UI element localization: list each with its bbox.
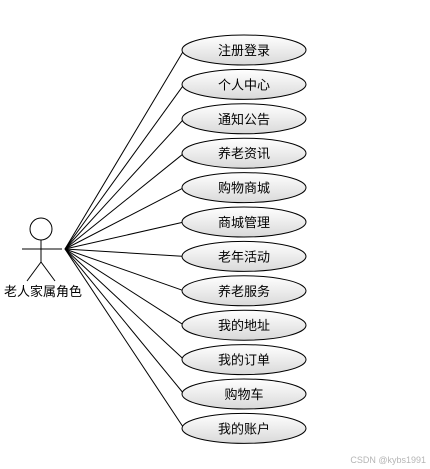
actor-head (29, 217, 53, 241)
use-case-ellipse (181, 309, 307, 341)
use-case-label: 养老服务 (218, 284, 270, 300)
use-case: 注册登录 (181, 34, 307, 66)
use-case-ellipse (181, 137, 307, 169)
association-line (64, 248, 185, 395)
actor-left-leg (26, 261, 42, 282)
use-case-label: 个人中心 (218, 78, 270, 93)
use-case-label: 我的账户 (218, 421, 270, 437)
association-line (64, 187, 185, 250)
association-line (64, 248, 185, 326)
use-case: 个人中心 (181, 68, 307, 100)
use-case: 养老服务 (181, 275, 307, 307)
use-case-ellipse (181, 240, 307, 272)
use-case-label: 商城管理 (218, 216, 270, 231)
association-line (64, 248, 185, 429)
association-line (64, 152, 185, 250)
use-case: 购物车 (181, 378, 307, 410)
use-case-ellipse (181, 103, 307, 135)
association-line (64, 84, 185, 250)
association-line (64, 248, 185, 292)
use-case-ellipse (181, 206, 307, 238)
use-case: 养老资讯 (181, 137, 307, 169)
actor-label: 老人家属角色 (4, 285, 83, 300)
actor-right-leg (40, 261, 56, 282)
use-case: 老年活动 (181, 240, 307, 272)
use-case: 我的账户 (181, 412, 307, 444)
association-line (64, 49, 185, 250)
use-case-label: 我的订单 (218, 353, 270, 369)
use-case: 通知公告 (181, 103, 307, 135)
use-case-ellipse (181, 275, 307, 307)
watermark: CSDN @kybs1991 (350, 455, 426, 465)
association-lines (64, 49, 185, 429)
use-case-ellipse (181, 344, 307, 376)
use-case: 我的地址 (181, 309, 307, 341)
use-case: 我的订单 (181, 344, 307, 376)
association-line (64, 248, 185, 257)
use-case-ellipse (181, 412, 307, 444)
use-case-ellipse (181, 378, 307, 410)
use-case-label: 购物商城 (218, 181, 270, 197)
use-case-ellipse (181, 68, 307, 100)
use-case-label: 养老资讯 (218, 146, 270, 162)
use-case-label: 注册登录 (218, 44, 270, 59)
actor-figure (22, 217, 62, 282)
association-line (64, 248, 185, 360)
use-case-label: 老年活动 (218, 250, 270, 265)
association-line (64, 118, 185, 250)
use-case: 购物商城 (181, 172, 307, 204)
use-case-label: 我的地址 (218, 318, 270, 334)
use-case-label: 通知公告 (218, 112, 270, 128)
use-case-ellipse (181, 172, 307, 204)
use-case-list: 注册登录个人中心通知公告养老资讯购物商城商城管理老年活动养老服务我的地址我的订单… (181, 34, 307, 444)
use-case: 商城管理 (181, 206, 307, 238)
association-line (64, 221, 185, 250)
use-case-ellipse (181, 34, 307, 66)
use-case-label: 购物车 (224, 387, 263, 403)
